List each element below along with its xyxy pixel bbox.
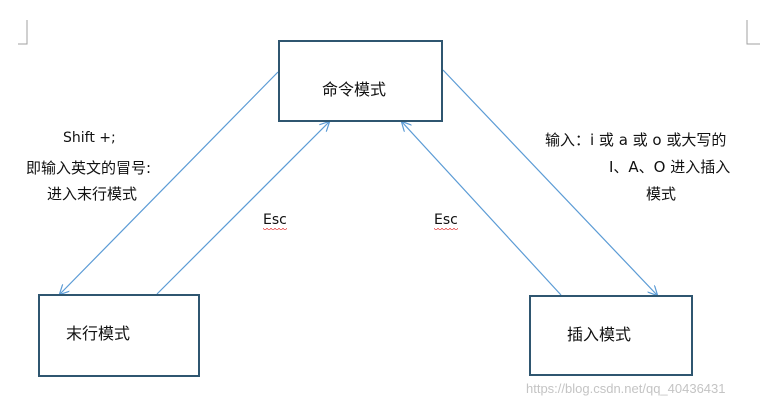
- esc-label-right: Esc: [434, 212, 458, 231]
- arrow-lastline-to-command: [156, 122, 329, 295]
- insert-instruction-line-2: I、A、O 进入插入: [609, 158, 731, 176]
- insert-mode-node: 插入模式: [529, 295, 693, 376]
- spellcheck-underline: [434, 228, 458, 231]
- insert-mode-label: 插入模式: [567, 325, 632, 344]
- watermark: https://blog.csdn.net/qq_40436431: [526, 381, 726, 396]
- esc-label-left: Esc: [263, 212, 287, 231]
- arrow-command-to-lastline: [60, 71, 279, 294]
- lastline-mode-node: 末行模式: [38, 294, 200, 377]
- command-mode-label: 命令模式: [322, 80, 387, 99]
- esc-label-left-text: Esc: [263, 212, 287, 228]
- esc-label-right-text: Esc: [434, 212, 458, 228]
- arrow-insert-to-command: [402, 122, 562, 296]
- lastline-instruction-line-2: 即输入英文的冒号:: [26, 159, 152, 177]
- page-corner-mark-left: [18, 20, 28, 45]
- lastline-instruction-line-3: 进入末行模式: [47, 185, 138, 203]
- insert-instruction-line-1: 输入：i 或 a 或 o 或大写的: [545, 131, 727, 149]
- spellcheck-underline: [263, 228, 287, 231]
- command-mode-node: 命令模式: [278, 40, 443, 122]
- arrow-command-to-insert: [442, 69, 657, 295]
- lastline-mode-label: 末行模式: [66, 324, 131, 343]
- insert-instruction-line-3: 模式: [646, 185, 677, 203]
- lastline-instruction-line-1: Shift +;: [63, 130, 116, 146]
- page-corner-mark-right: [746, 20, 760, 45]
